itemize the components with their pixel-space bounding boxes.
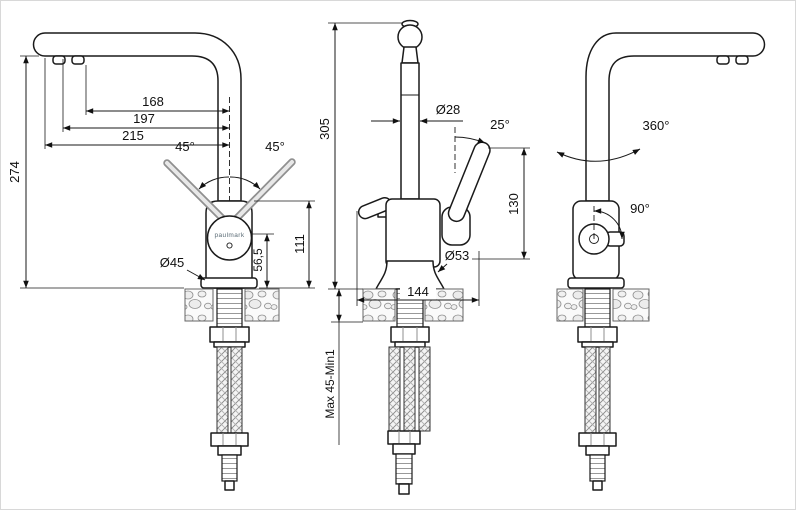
handle-angle-right-label: 45° [265, 139, 285, 154]
supply-hose [584, 346, 597, 434]
dim-spout-diameter-label: Ø28 [436, 102, 461, 117]
dim-lever-height-label: 130 [506, 193, 521, 215]
dim-lever-height: 130 [472, 147, 530, 260]
dim-base-diameter: Ø53 [437, 248, 470, 273]
spout [32, 32, 242, 202]
mounting-nut [390, 326, 430, 348]
countertop-left [556, 288, 584, 322]
dim-body-diameter-label: Ø45 [160, 255, 185, 270]
mounting-nut [577, 326, 618, 348]
dim-valve-rotation: 90° [593, 201, 650, 240]
dim-body-height-label: 111 [292, 234, 307, 254]
handle-right [232, 158, 296, 223]
dim-footprint-width: 144 [356, 211, 480, 306]
countertop-right [244, 288, 280, 322]
dim-spout-rotation: 360° [556, 118, 670, 162]
aerator [716, 55, 730, 65]
supply-hose [216, 346, 229, 434]
handle-angle-left-label: 45° [175, 139, 195, 154]
brand-badge [206, 215, 253, 261]
dim-handle-pivot-height-label: 56,5 [251, 248, 265, 272]
hose-connector [387, 430, 421, 495]
supply-hose [388, 346, 401, 432]
spout-neck [401, 46, 419, 64]
dim-footprint-width-label: 144 [407, 284, 429, 299]
base-flange [200, 277, 258, 289]
dim-body-diameter: Ø45 [160, 255, 206, 281]
dim-lever-tilt: 25° [454, 117, 510, 173]
dim-handle-pivot-height: 56,5 [251, 233, 274, 288]
spout-column [400, 62, 420, 200]
handle-left [163, 159, 227, 223]
dim-overall-height-label: 274 [7, 161, 22, 183]
countertop-right [424, 288, 464, 322]
dim-reach-215-label: 215 [122, 128, 144, 143]
dim-deck-thickness-label: Max 45-Min1 [323, 349, 337, 419]
view-side-right: 360° 90° [556, 32, 766, 491]
aerator [735, 55, 749, 65]
aerator [52, 55, 66, 65]
spout-ball [397, 24, 423, 50]
hose-connector [578, 432, 617, 491]
dim-overall-height: 305 [317, 22, 402, 290]
dim-spout-diameter: Ø28 [371, 102, 463, 124]
hose-connector [210, 432, 249, 491]
view-front: 305 Ø28 25° 130 Ø53 144 [317, 19, 530, 495]
brand-label: paulmark [215, 232, 245, 239]
dim-body-height: 111 [254, 200, 315, 289]
washer [581, 341, 614, 348]
washer [394, 341, 426, 348]
countertop-left [184, 288, 214, 322]
base-flange [567, 277, 625, 289]
dim-overall-height-label: 305 [317, 118, 332, 140]
dim-deck-thickness: Max 45-Min1 [323, 289, 363, 445]
dim-overall-height: 274 [7, 55, 184, 289]
washer [213, 341, 246, 348]
countertop-right [612, 288, 650, 322]
dim-base-diameter-label: Ø53 [445, 248, 470, 263]
brand-logo-dot [226, 242, 233, 249]
dim-spout-reach: 168 197 215 [44, 58, 230, 149]
supply-hose [403, 346, 416, 432]
mounting-nut [209, 326, 250, 348]
countertop-left [362, 288, 396, 322]
dim-reach-168-label: 168 [142, 94, 164, 109]
dim-valve-rotation-label: 90° [630, 201, 650, 216]
supply-hose [598, 346, 611, 434]
mounting-shank [584, 288, 611, 328]
dim-spout-rotation-label: 360° [643, 118, 670, 133]
aerator [71, 55, 85, 65]
view-side-left: paulmark 274 [7, 32, 315, 491]
dim-lever-tilt-label: 25° [490, 117, 510, 132]
lever [447, 141, 491, 223]
supply-hose [418, 346, 431, 432]
dim-handle-angles: 45° 45° [175, 139, 285, 190]
dim-reach-197-label: 197 [133, 111, 155, 126]
body [385, 198, 441, 268]
spout [585, 32, 766, 202]
supply-hose [230, 346, 243, 434]
mounting-shank [216, 288, 243, 328]
